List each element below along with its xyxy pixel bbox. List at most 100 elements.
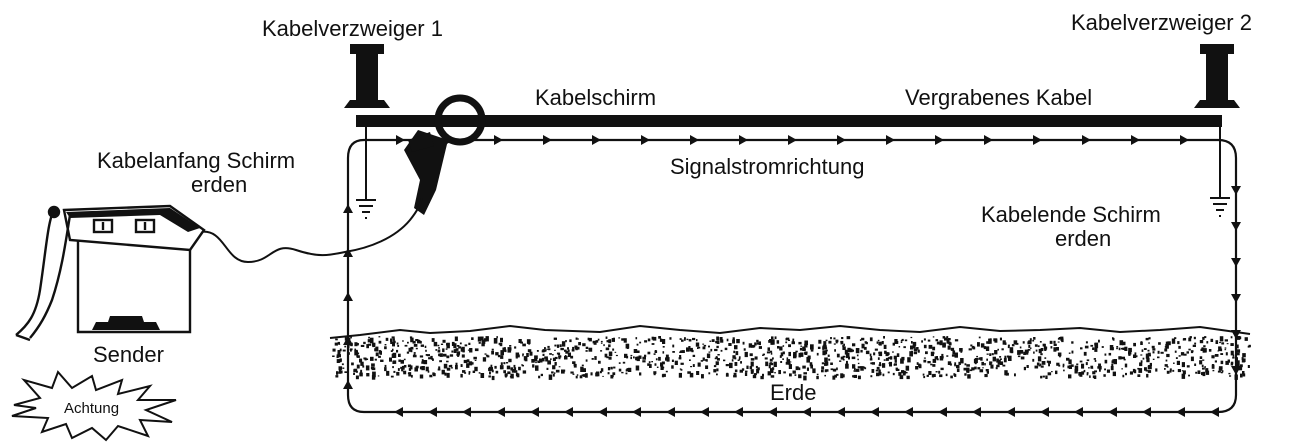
earth-speck	[832, 368, 837, 372]
direction-arrow	[1082, 135, 1091, 145]
earth-speck	[841, 337, 844, 340]
direction-arrow	[938, 407, 947, 417]
earth-speck	[947, 338, 951, 341]
earth-speck	[577, 338, 579, 340]
earth-speck	[719, 337, 723, 341]
earth-speck	[785, 341, 788, 344]
earth-speck	[942, 336, 946, 339]
earth-speck	[392, 360, 395, 364]
earth-speck	[991, 353, 994, 356]
earth-speck	[806, 367, 809, 371]
earth-speck	[732, 355, 736, 359]
earth-speck	[1017, 355, 1021, 358]
earth-speck	[410, 346, 414, 350]
earth-speck	[887, 371, 890, 374]
earth-speck	[697, 346, 701, 349]
earth-speck	[782, 358, 784, 360]
earth-speck	[1205, 368, 1209, 373]
earth-speck	[638, 355, 642, 359]
earth-speck	[1183, 353, 1187, 356]
earth-speck	[1010, 350, 1014, 354]
earth-speck	[842, 374, 845, 378]
earth-speck	[997, 348, 999, 351]
earth-speck	[1174, 337, 1177, 339]
earth-speck	[506, 362, 509, 364]
earth-speck	[411, 374, 413, 378]
end-ground-label-line2: erden	[1055, 226, 1112, 251]
earth-speck	[564, 356, 568, 360]
earth-speck	[840, 373, 844, 379]
earth-speck	[336, 371, 339, 375]
earth-speck	[999, 337, 1002, 341]
earth-speck	[680, 362, 684, 365]
earth-speck	[898, 346, 901, 348]
direction-arrow	[394, 407, 403, 417]
earth-speck	[524, 359, 528, 362]
earth-speck	[580, 366, 584, 372]
earth-speck	[384, 346, 387, 350]
earth-speck	[1032, 339, 1035, 342]
earth-speck	[696, 371, 700, 375]
signal-direction-label: Signalstromrichtung	[670, 154, 865, 179]
direction-arrow	[1142, 407, 1151, 417]
earth-speck	[932, 336, 935, 338]
earth-speck	[989, 361, 992, 366]
earth-speck	[396, 371, 400, 376]
earth-speck	[788, 339, 790, 341]
earth-speck	[552, 357, 556, 362]
earth-speck	[635, 337, 638, 340]
earth-speck	[716, 340, 720, 344]
earth-speck	[740, 361, 742, 364]
earth-speck	[741, 368, 745, 371]
earth-speck	[332, 348, 336, 352]
earth-speck	[567, 349, 570, 352]
earth-speck	[439, 360, 442, 363]
earth-speck	[716, 336, 719, 341]
earth-speck	[347, 346, 350, 348]
earth-speck	[952, 350, 956, 355]
earth-speck	[354, 348, 356, 351]
earth-speck	[635, 365, 640, 371]
earth-speck	[1192, 344, 1196, 347]
earth-speck	[878, 364, 882, 367]
earth-speck	[458, 346, 462, 349]
earth-speck	[1224, 339, 1228, 342]
earth-speck	[431, 338, 435, 342]
earth-speck	[845, 362, 848, 366]
earth-speck	[443, 363, 448, 369]
earth-speck	[717, 354, 720, 356]
earth-speck	[1110, 366, 1114, 371]
earth-speck	[503, 370, 506, 374]
earth-speck	[770, 368, 773, 372]
earth-speck	[1028, 345, 1031, 348]
earth-speck	[1043, 346, 1048, 350]
earth-speck	[454, 336, 458, 342]
earth-speck	[662, 351, 665, 354]
earth-speck	[932, 358, 937, 363]
earth-speck	[850, 348, 853, 353]
earth-speck	[494, 365, 497, 369]
earth-speck	[403, 365, 407, 368]
cabinet-1-label: Kabelverzweiger 1	[262, 16, 443, 41]
earth-speck	[1090, 365, 1094, 369]
earth-speck	[830, 337, 832, 340]
earth-speck	[409, 336, 413, 339]
earth-speck	[798, 354, 801, 358]
earth-speck	[378, 350, 382, 354]
earth-speck	[446, 367, 451, 371]
earth-speck	[410, 337, 414, 343]
earth-speck	[1125, 372, 1127, 376]
earth-speck	[385, 337, 389, 341]
earth-speck	[700, 360, 704, 362]
earth-speck	[1238, 365, 1243, 371]
earth-speck	[462, 370, 466, 373]
earth-speck	[1121, 368, 1123, 370]
earth-speck	[478, 372, 481, 374]
earth-speck	[372, 371, 376, 378]
earth-speck	[876, 366, 880, 370]
buried-cable	[356, 115, 1222, 127]
earth-speck	[968, 348, 972, 351]
earth-speck	[708, 372, 711, 375]
earth-speck	[540, 373, 543, 377]
earth-speck	[744, 351, 748, 358]
